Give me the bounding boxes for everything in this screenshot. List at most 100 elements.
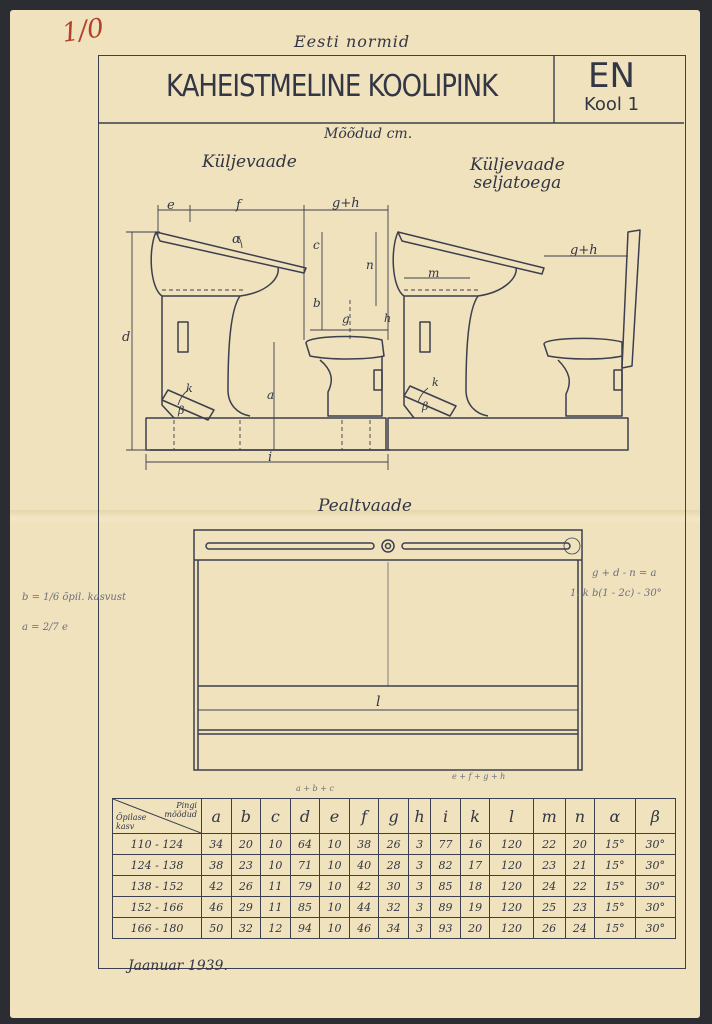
side-elevation-drawings — [126, 205, 641, 470]
table-cell: 15° — [594, 875, 636, 897]
row-height-cell: 166 - 180 — [112, 917, 202, 939]
table-cell: 32 — [230, 917, 262, 939]
table-cell: 85 — [430, 875, 461, 897]
table-cell: 120 — [489, 917, 534, 939]
dim-k-left: k — [186, 382, 193, 395]
table-cell: 77 — [430, 833, 461, 855]
dim-m: m — [428, 266, 440, 280]
table-cell: 42 — [201, 875, 232, 897]
col-header: a — [201, 798, 232, 834]
row-height-cell: 110 - 124 — [112, 833, 202, 855]
table-cell: 120 — [489, 875, 534, 897]
table-cell: 38 — [201, 854, 232, 876]
right-note-2: 1. k b(1 - 2c) - 30° — [570, 588, 662, 599]
dim-k-right: k — [432, 376, 439, 389]
table-cell: 93 — [430, 917, 461, 939]
table-cell: 30° — [634, 875, 677, 897]
table-cell: 26 — [230, 875, 262, 897]
table-corner-cell: Pingi mõõdud Õpilase kasv — [112, 798, 202, 834]
table-cell: 24 — [532, 875, 566, 897]
table-cell: 15° — [594, 854, 636, 876]
corner-bottom-label: Õpilase kasv — [116, 813, 147, 831]
dim-beta-left: β — [178, 404, 185, 417]
left-note-2: a = 2/7 e — [22, 622, 68, 633]
table-cell: 44 — [348, 896, 380, 918]
footer-date: Jaanuar 1939. — [128, 958, 228, 974]
table-cell: 46 — [348, 917, 380, 939]
table-cell: 32 — [378, 896, 409, 918]
table-cell: 15° — [594, 896, 636, 918]
table-cell: 17 — [459, 854, 491, 876]
table-cell: 16 — [459, 833, 491, 855]
table-cell: 71 — [289, 854, 321, 876]
dim-n: n — [366, 258, 374, 272]
table-cell: 22 — [532, 833, 566, 855]
left-footrest — [161, 389, 215, 421]
table-cell: 28 — [378, 854, 409, 876]
dim-e: e — [167, 198, 175, 213]
dim-a: a — [267, 388, 275, 402]
right-note-1: g + d - n = a — [592, 568, 657, 579]
table-cell: 25 — [532, 896, 566, 918]
dimensions-table: Pingi mõõdud Õpilase kasv a b c d e f g … — [112, 798, 677, 939]
table-cell: 89 — [430, 896, 461, 918]
dim-gh-right: g+h — [570, 243, 598, 258]
dim-f: f — [236, 198, 241, 213]
table-cell: 15° — [594, 917, 636, 939]
left-seat — [305, 335, 385, 360]
drawing-title: KAHEISTMELINE KOOLIPINK — [166, 69, 498, 105]
col-header: m — [532, 798, 566, 834]
col-header: l — [489, 798, 534, 834]
col-header: c — [260, 798, 291, 834]
table-cell: 10 — [319, 875, 350, 897]
dim-g: g — [342, 312, 350, 326]
table-cell: 3 — [407, 896, 432, 918]
table-cell: 12 — [260, 917, 291, 939]
table-cell: 23 — [532, 854, 566, 876]
table-cell: 15° — [594, 833, 636, 855]
table-cell: 46 — [201, 896, 232, 918]
table-cell: 18 — [459, 875, 491, 897]
dim-h: h — [384, 312, 392, 325]
table-cell: 34 — [201, 833, 232, 855]
view-top-label: Pealtvaade — [318, 496, 412, 516]
view-side-back-label: Küljevaade seljatoega — [470, 155, 565, 193]
row-height-cell: 152 - 166 — [112, 896, 202, 918]
view-side-label: Küljevaade — [202, 152, 297, 172]
table-cell: 30° — [634, 854, 677, 876]
dim-l: l — [376, 694, 381, 710]
table-cell: 20 — [459, 917, 491, 939]
table-cell: 120 — [489, 833, 534, 855]
table-cell: 3 — [407, 833, 432, 855]
dim-beta-right: β — [422, 400, 429, 413]
table-note-1: a + b + c — [296, 784, 334, 793]
drawing-linework — [98, 55, 684, 124]
table-cell: 10 — [319, 854, 350, 876]
table-cell: 79 — [289, 875, 321, 897]
document-sheet: 1/0 Eesti normid KAHEISTMELINE KOOLIPINK… — [10, 10, 700, 1018]
units-label: Mõõdud cm. — [324, 126, 413, 142]
table-cell: 120 — [489, 854, 534, 876]
table-cell: 23 — [230, 854, 262, 876]
table-cell: 10 — [260, 854, 291, 876]
col-header: k — [459, 798, 491, 834]
backrest — [621, 229, 641, 369]
col-header: b — [230, 798, 262, 834]
table-cell: 50 — [201, 917, 232, 939]
table-cell: 120 — [489, 896, 534, 918]
table-cell: 29 — [230, 896, 262, 918]
col-header: h — [407, 798, 432, 834]
table-cell: 21 — [564, 854, 596, 876]
table-cell: 40 — [348, 854, 380, 876]
dim-i: i — [268, 450, 273, 465]
right-base — [387, 417, 629, 451]
row-height-cell: 124 - 138 — [112, 854, 202, 876]
table-cell: 42 — [348, 875, 380, 897]
col-header: e — [319, 798, 350, 834]
series-title: Eesti normid — [294, 32, 411, 51]
drawing-frame — [98, 55, 686, 969]
dim-alpha: α — [232, 232, 241, 247]
table-cell: 85 — [289, 896, 321, 918]
